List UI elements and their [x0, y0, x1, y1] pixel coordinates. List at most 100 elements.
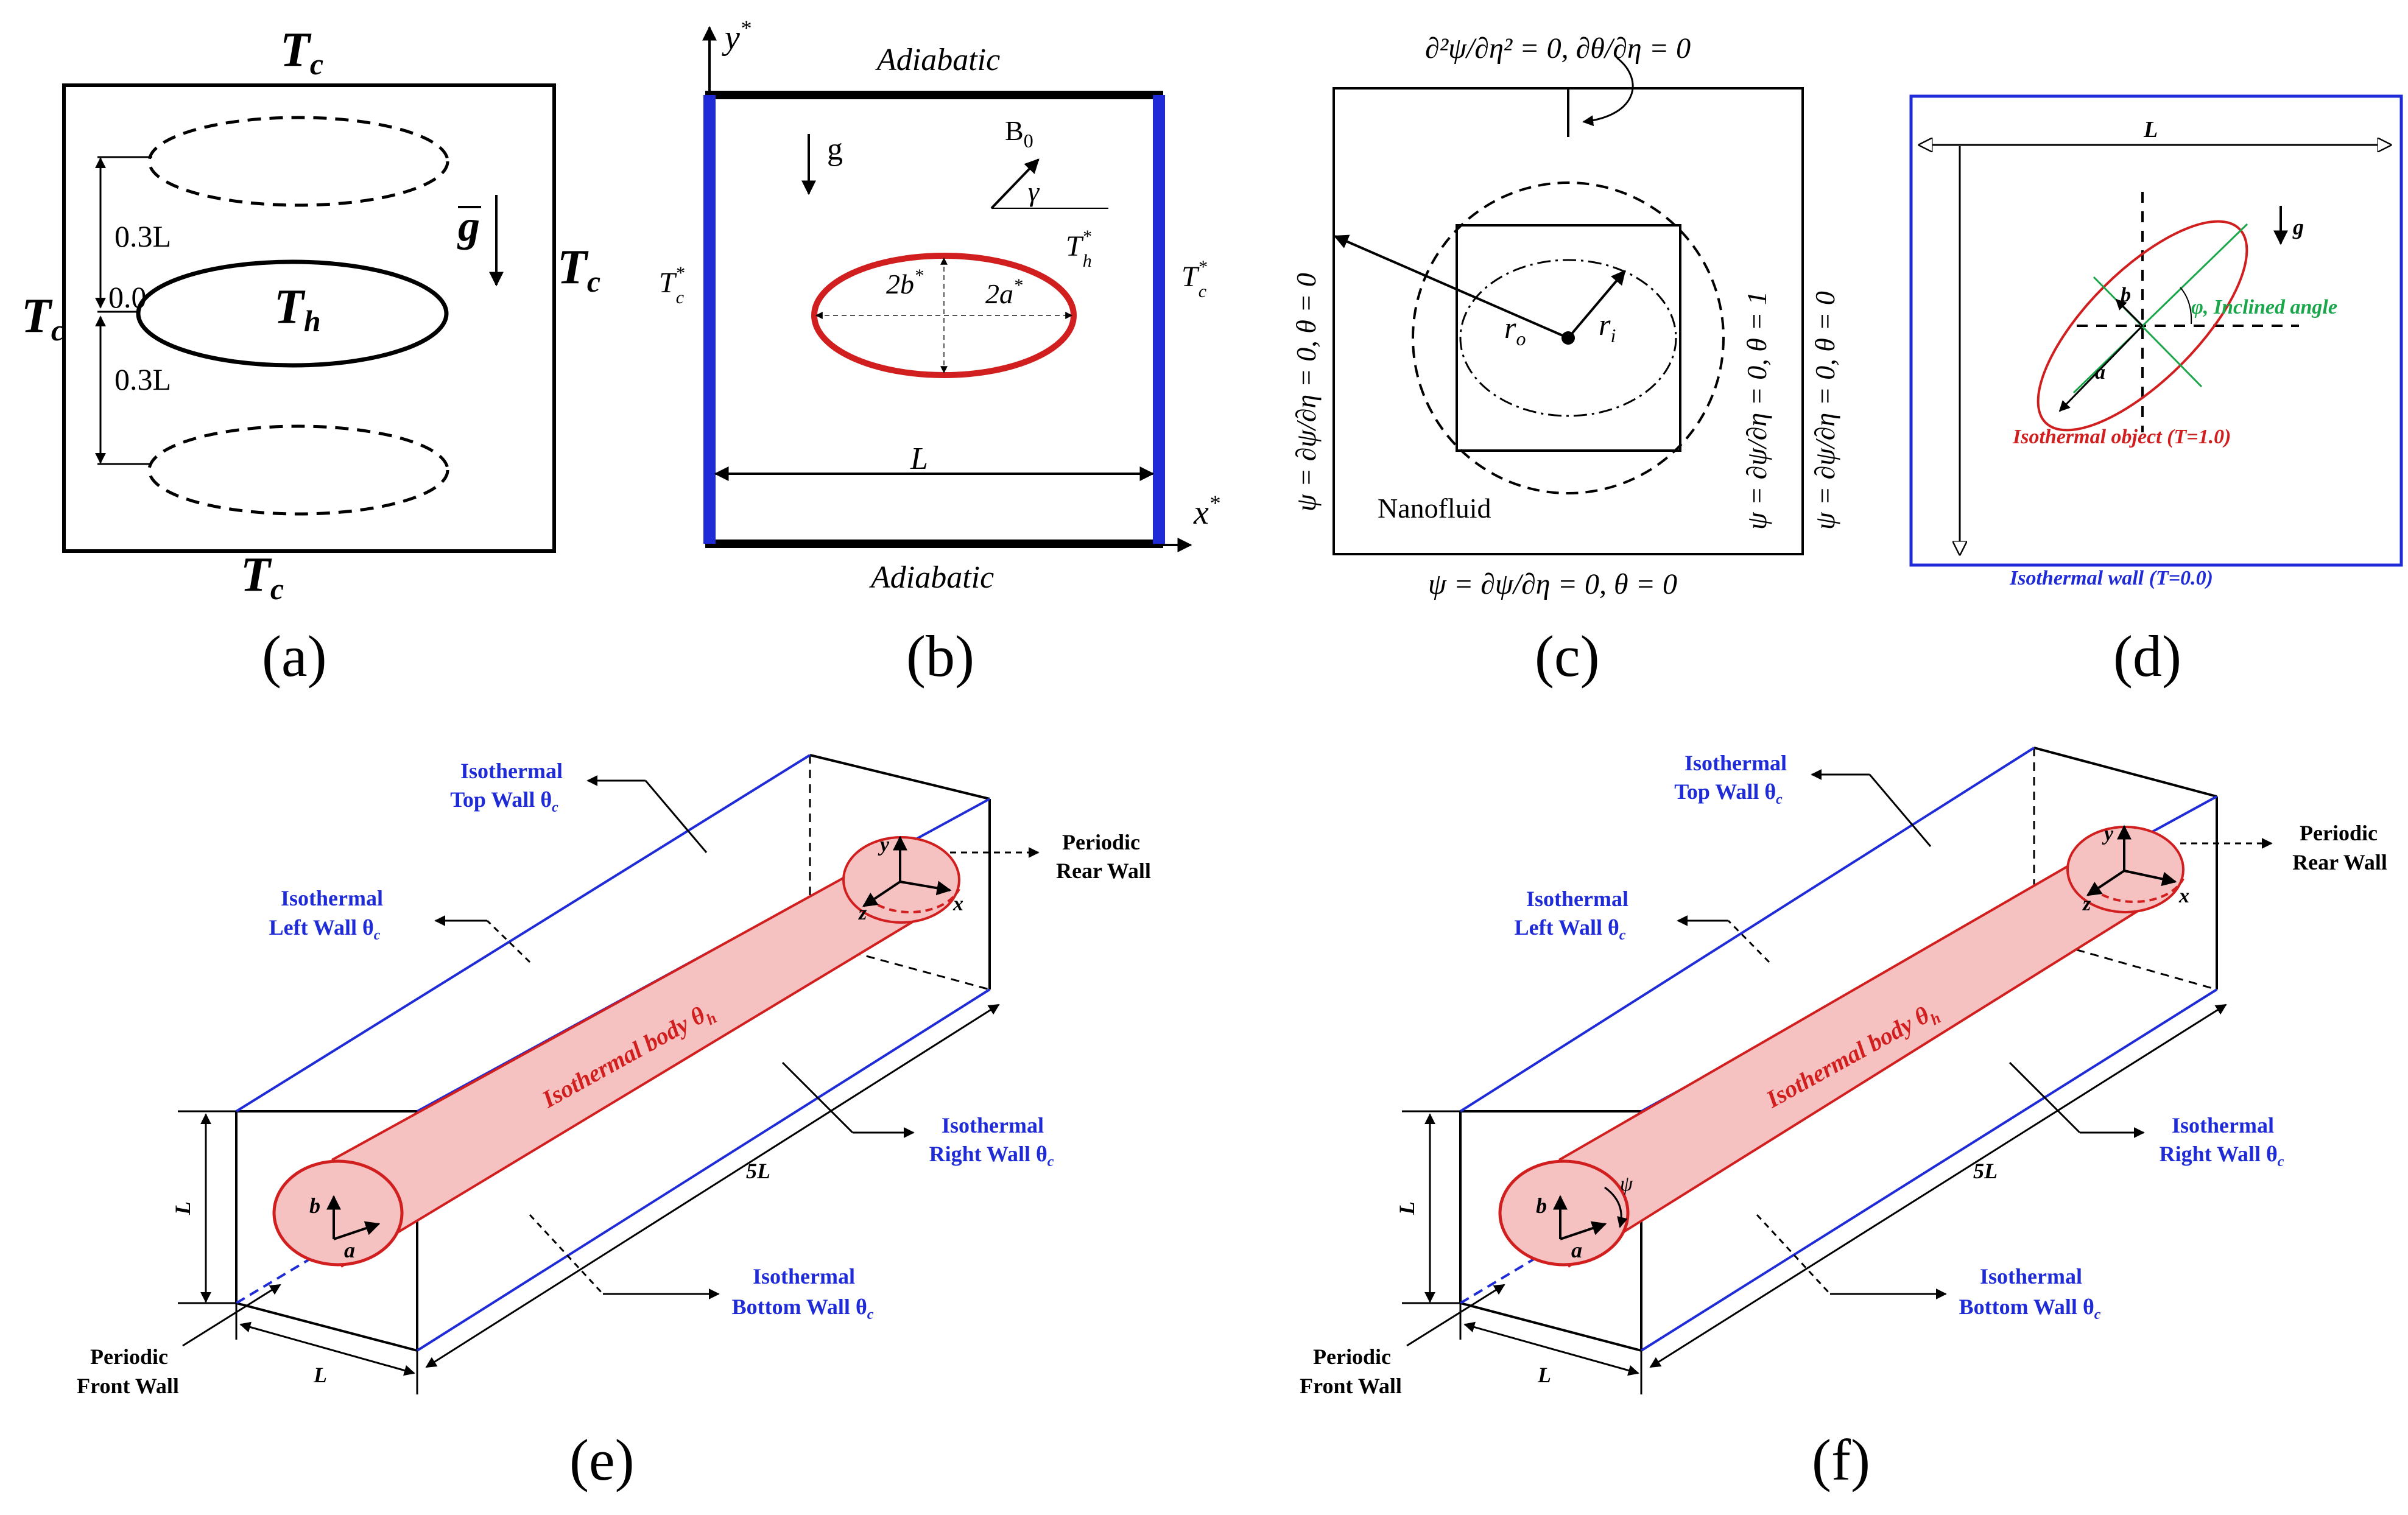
rear-top-edge-f	[2033, 747, 2217, 798]
inner-dashdot-ellipse	[1459, 259, 1677, 417]
tc-left-b: T*c	[659, 263, 685, 308]
left-wall-leader-e	[486, 919, 531, 963]
top-left-long-edge	[235, 754, 811, 1113]
rear-x-label-e: x	[952, 893, 963, 915]
tc-left-a: Tc	[21, 289, 65, 347]
major-arrow-d	[2058, 325, 2144, 412]
nanofluid-label: Nanofluid	[1378, 493, 1491, 524]
bottom-bc-label: ψ = ∂ψ/∂η = 0, θ = 0	[1428, 568, 1677, 600]
panel-c: ∂²ψ/∂η² = 0, ∂θ/∂η = 0 ro ri Nanofluid ψ…	[1290, 32, 1840, 689]
bottom-left-hidden-edge-f	[1459, 1250, 1548, 1304]
angle-arc-f	[1604, 1186, 1628, 1228]
dim-zero-label: 0.0	[108, 280, 147, 314]
front-axis-a-f	[1560, 1221, 1607, 1240]
bottom-wall-leader-f	[1756, 1214, 1831, 1295]
front-b-label-f: b	[1536, 1193, 1547, 1218]
r-inner-label: ri	[1599, 308, 1616, 346]
adiabatic-top-label: Adiabatic	[875, 43, 1000, 77]
caption-b: (b)	[906, 624, 974, 689]
depth-label-f: L	[1537, 1363, 1551, 1387]
minor-arrow-d	[2115, 298, 2144, 327]
rear-axis-z-f	[2086, 870, 2125, 896]
object-label-d: Isothermal object (T=1.0)	[2012, 426, 2231, 448]
field-vector-b	[990, 158, 1040, 209]
height-label-e: L	[171, 1201, 195, 1215]
green-major-axis	[2072, 223, 2248, 394]
front-wall-pointer-e	[182, 1284, 281, 1347]
body-top-edge-e	[331, 842, 907, 1161]
inner-bc-label: ψ = ∂ψ/∂η = 0, θ = 1	[1741, 291, 1772, 530]
enclosure-d	[1909, 94, 2403, 567]
rear-axis-x-e	[899, 881, 952, 896]
left-bc-label: ψ = ∂ψ/∂η = 0, θ = 0	[1290, 273, 1322, 511]
minor-label-b: 2b*	[886, 265, 923, 300]
tc-right-a: Tc	[557, 241, 600, 298]
r-outer-arrow	[1333, 234, 1569, 339]
major-label-d: a	[2095, 361, 2105, 384]
length-label-e: 5L	[746, 1159, 770, 1183]
gravity-label-b: g	[827, 132, 843, 167]
top-wall-leader-f	[1868, 774, 1932, 847]
body-front-face-f	[1498, 1159, 1630, 1267]
tc-top-a: Tc	[280, 23, 323, 81]
length-dim-f	[1649, 1004, 2227, 1368]
panel-e: b a y x z L L 5L Isothermal body θh Isot…	[77, 754, 1151, 1492]
hot-ellipse	[136, 259, 449, 368]
field-label-b: B0	[1005, 115, 1033, 152]
right-wall-leader-e	[781, 1061, 854, 1134]
rear-x-label-f: x	[2178, 885, 2189, 907]
minor-label-d: b	[2121, 284, 2131, 306]
caption-d: (d)	[2113, 624, 2181, 689]
length-label-b: L	[910, 441, 928, 476]
angle-label-b: γ	[1028, 176, 1040, 207]
adiabatic-bottom-label: Adiabatic	[869, 560, 994, 595]
depth-dim-e	[239, 1321, 415, 1376]
caption-a: (a)	[262, 624, 327, 689]
caption-f: (f)	[1812, 1427, 1870, 1492]
bottom-right-long-edge-f	[1640, 988, 2218, 1352]
body-front-face-e	[272, 1159, 404, 1267]
tc-bottom-a: Tc	[241, 548, 284, 606]
front-a-label-f: a	[1571, 1238, 1582, 1262]
top-bc-pointer	[1582, 57, 1634, 127]
front-bottom-edge-f	[1460, 1302, 1642, 1352]
r-outer-label: ro	[1504, 311, 1526, 350]
wall-label-d: Isothermal wall (T=0.0)	[2009, 567, 2213, 589]
depth-label-e: L	[313, 1363, 327, 1387]
depth-dim-f	[1463, 1321, 1639, 1376]
dim-lower-label: 0.3L	[114, 362, 171, 396]
square-body	[1456, 224, 1681, 452]
front-axis-a-e	[333, 1221, 381, 1240]
top-bc-label: ∂²ψ/∂η² = 0, ∂θ/∂η = 0	[1425, 32, 1691, 65]
caption-e: (e)	[569, 1427, 635, 1492]
rear-axis-z-e	[862, 881, 901, 907]
major-label-b: 2a*	[985, 275, 1023, 309]
angle-label-f: ψ	[1620, 1173, 1633, 1195]
top-wall-leader-e	[644, 780, 708, 853]
body-rear-hidden-f	[2091, 878, 2184, 904]
th-b: T*h	[1066, 227, 1092, 271]
length-dim-e	[425, 1004, 1000, 1368]
green-minor-axis	[2093, 276, 2203, 388]
rear-axis-x-f	[2124, 870, 2177, 887]
panel-d: L b a φ, Inclined angle g Isothermal obj…	[1909, 94, 2403, 689]
right-wall-leader-f	[2008, 1061, 2081, 1134]
front-a-label-e: a	[344, 1238, 355, 1262]
top-left-long-edge-f	[1459, 747, 2035, 1113]
rear-z-label-e: z	[858, 902, 867, 924]
outer-dashed-circle	[1412, 181, 1725, 494]
front-b-label-e: b	[309, 1193, 320, 1218]
tc-right-b: T*c	[1181, 257, 1207, 301]
gravity-label-d: g	[2292, 215, 2304, 239]
left-wall-leader-f	[1727, 919, 1770, 963]
panel-b: y* x* Adiabatic Adiabatic g B0 γ T*c T*c…	[659, 16, 1220, 689]
cavity-a	[62, 83, 556, 553]
